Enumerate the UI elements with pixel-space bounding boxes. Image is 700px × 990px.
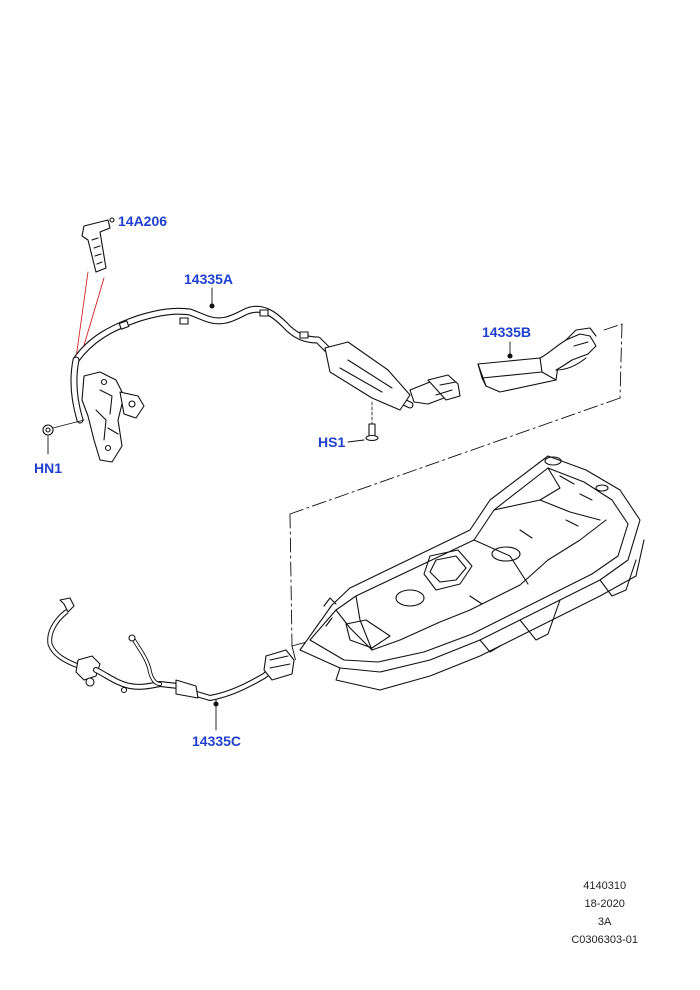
- battery-tray: [299, 455, 645, 691]
- bracket-14a206: [81, 217, 115, 273]
- reference-revision: 3A: [597, 916, 612, 928]
- red-leader-lines: [75, 271, 105, 359]
- callout-14335b[interactable]: 14335B: [482, 324, 532, 340]
- module-14335b: [477, 327, 597, 393]
- reference-code: C0306303-01: [571, 934, 638, 946]
- drawing-reference-block: 4140310 18-2020 3A C0306303-01: [571, 877, 638, 949]
- callout-14335a[interactable]: 14335A: [184, 271, 234, 287]
- callout-14335c[interactable]: 14335C: [192, 733, 242, 749]
- reference-date: 18-2020: [584, 898, 625, 910]
- harness-14335a: [70, 305, 461, 424]
- nut-hn1: [42, 419, 85, 455]
- callout-hn1[interactable]: HN1: [34, 460, 63, 476]
- screw-hs1: [347, 401, 379, 443]
- harness-14335c: [47, 597, 295, 701]
- callout-14a206[interactable]: 14A206: [118, 213, 168, 229]
- bracket-assembly-hn1: [81, 371, 145, 463]
- callout-hs1[interactable]: HS1: [318, 434, 346, 450]
- reference-number: 4140310: [583, 880, 627, 892]
